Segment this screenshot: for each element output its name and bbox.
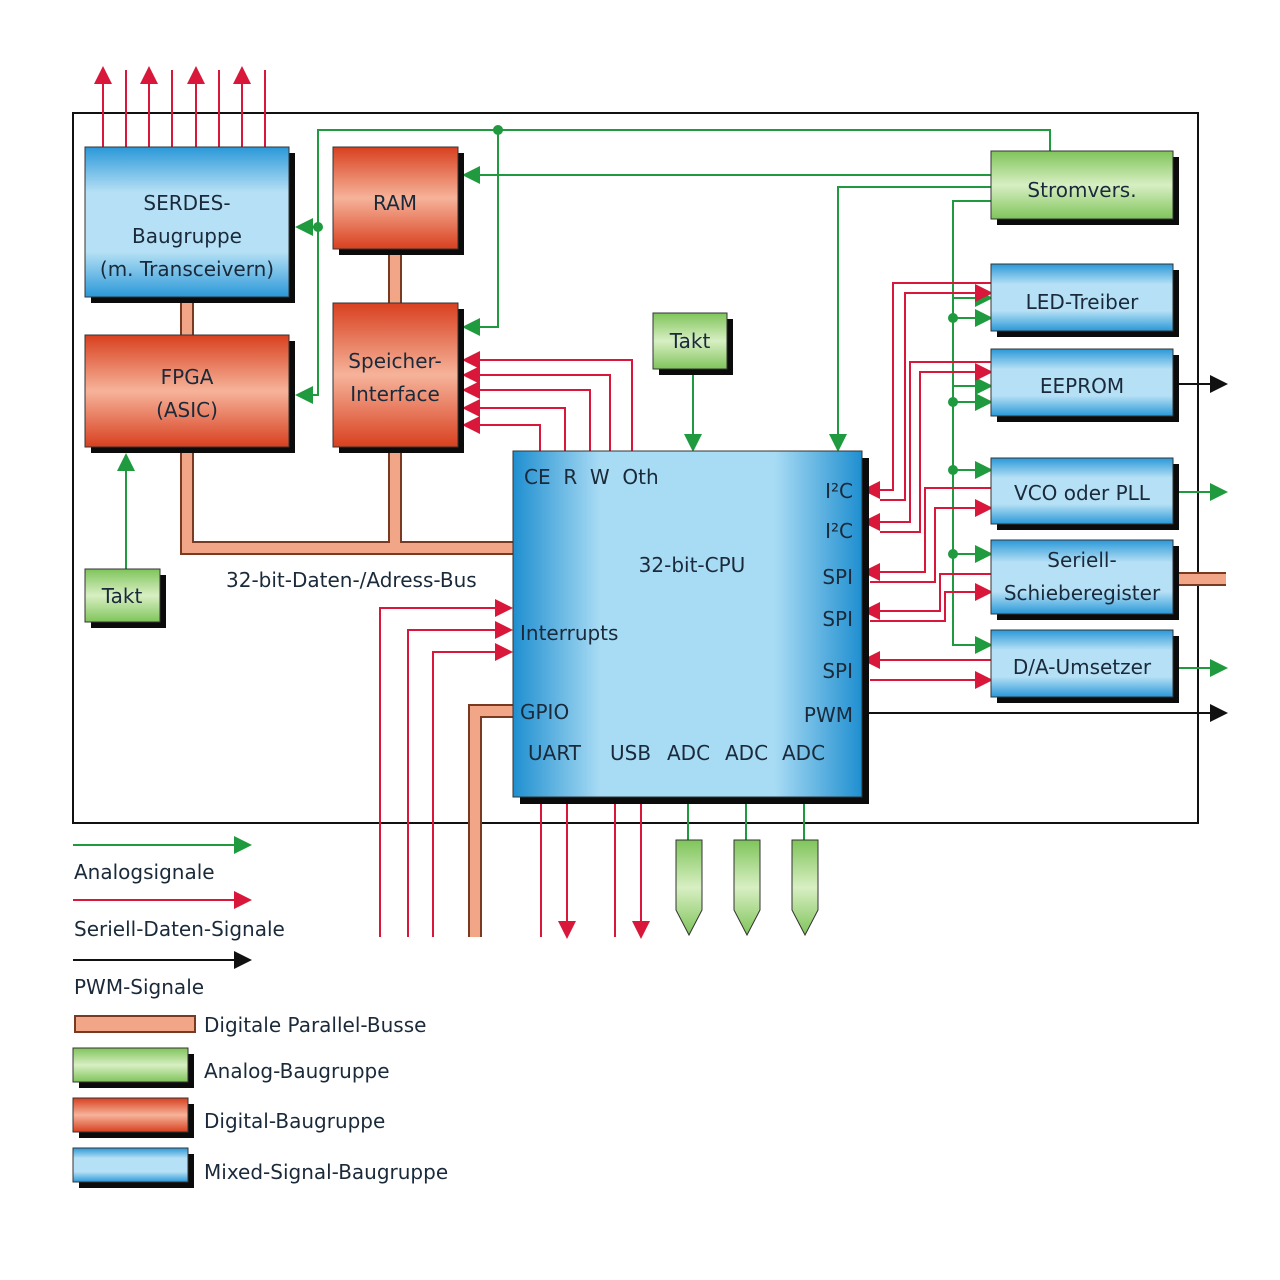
svg-text:CE R W Oth: CE R W Oth xyxy=(524,465,659,489)
svg-text:Speicher-: Speicher- xyxy=(348,349,441,373)
legend-digital-block-label: Digital-Baugruppe xyxy=(204,1109,385,1133)
svg-text:ADC: ADC xyxy=(782,741,825,765)
svg-text:USB: USB xyxy=(610,741,651,765)
svg-text:VCO oder PLL: VCO oder PLL xyxy=(1014,481,1151,505)
block-da-umsetzer: D/A-Umsetzer xyxy=(990,629,1179,703)
svg-text:SERDES-: SERDES- xyxy=(143,191,230,215)
svg-text:Takt: Takt xyxy=(101,584,143,608)
svg-text:Interrupts: Interrupts xyxy=(520,621,618,645)
legend-analog-swatch xyxy=(72,1047,189,1083)
legend-bus-swatch xyxy=(74,1015,196,1033)
svg-text:Stromvers.: Stromvers. xyxy=(1027,178,1136,202)
svg-text:Baugruppe: Baugruppe xyxy=(132,224,242,248)
board-frame xyxy=(72,112,1199,824)
legend-serial-label: Seriell-Daten-Signale xyxy=(74,917,285,941)
svg-text:Interface: Interface xyxy=(350,382,440,406)
block-takt-left: Takt xyxy=(84,568,166,628)
legend-pwm-label: PWM-Signale xyxy=(74,975,204,999)
svg-text:ADC: ADC xyxy=(725,741,768,765)
block-cpu: CE R W Oth 32-bit-CPU I²C I²C SPI SPI SP… xyxy=(512,450,869,804)
block-takt-top: Takt xyxy=(652,312,733,375)
adc-probe-2 xyxy=(733,839,761,937)
block-speicher-interface: Speicher- Interface xyxy=(332,302,464,453)
svg-text:I²C: I²C xyxy=(825,479,853,503)
svg-text:D/A-Umsetzer: D/A-Umsetzer xyxy=(1013,655,1152,679)
svg-text:EEPROM: EEPROM xyxy=(1040,374,1124,398)
block-vco-pll: VCO oder PLL xyxy=(990,457,1179,530)
svg-text:PWM: PWM xyxy=(804,703,853,727)
svg-text:ADC: ADC xyxy=(667,741,710,765)
block-serdes: SERDES- Baugruppe (m. Transceivern) xyxy=(84,146,295,303)
legend-bus-label: Digitale Parallel-Busse xyxy=(204,1013,426,1037)
block-stromvers: Stromvers. xyxy=(990,150,1179,225)
block-schieberegister: Seriell- Schieberegister xyxy=(990,539,1179,620)
svg-text:RAM: RAM xyxy=(373,191,417,215)
legend: Analogsignale Seriell-Daten-Signale PWM-… xyxy=(72,836,448,1188)
svg-text:LED-Treiber: LED-Treiber xyxy=(1026,290,1139,314)
svg-text:Takt: Takt xyxy=(669,329,711,353)
cpu-io-lines xyxy=(379,599,819,939)
legend-mixed-swatch xyxy=(72,1147,189,1183)
svg-text:I²C: I²C xyxy=(825,519,853,543)
legend-digital-swatch xyxy=(72,1097,189,1133)
legend-mixed-block-label: Mixed-Signal-Baugruppe xyxy=(204,1160,448,1184)
svg-text:FPGA: FPGA xyxy=(161,365,214,389)
parallel-buses xyxy=(180,249,1226,937)
cpu-memory-control-lines xyxy=(462,351,633,451)
svg-text:Schieberegister: Schieberegister xyxy=(1004,581,1161,605)
svg-text:GPIO: GPIO xyxy=(520,700,569,724)
output-lines xyxy=(862,375,1228,722)
svg-text:SPI: SPI xyxy=(822,659,853,683)
svg-text:(ASIC): (ASIC) xyxy=(156,398,218,422)
svg-text:32-bit-CPU: 32-bit-CPU xyxy=(639,553,746,577)
svg-text:(m. Transceivern): (m. Transceivern) xyxy=(100,257,274,281)
legend-analog-label: Analogsignale xyxy=(74,860,215,884)
legend-analog-block-label: Analog-Baugruppe xyxy=(204,1059,390,1083)
cpu-serial-bus-lines xyxy=(862,282,993,689)
block-eeprom: EEPROM xyxy=(990,348,1179,422)
svg-text:UART: UART xyxy=(528,741,582,765)
adc-probe-3 xyxy=(791,839,819,937)
block-led-treiber: LED-Treiber xyxy=(990,263,1179,337)
power-lines xyxy=(117,125,1051,654)
svg-text:SPI: SPI xyxy=(822,565,853,589)
svg-text:SPI: SPI xyxy=(822,607,853,631)
svg-text:Seriell-: Seriell- xyxy=(1047,548,1116,572)
block-ram: RAM xyxy=(332,146,464,255)
adc-probe-1 xyxy=(675,839,703,937)
block-fpga: FPGA (ASIC) xyxy=(84,334,295,453)
bus-label: 32-bit-Daten-/Adress-Bus xyxy=(226,568,477,592)
